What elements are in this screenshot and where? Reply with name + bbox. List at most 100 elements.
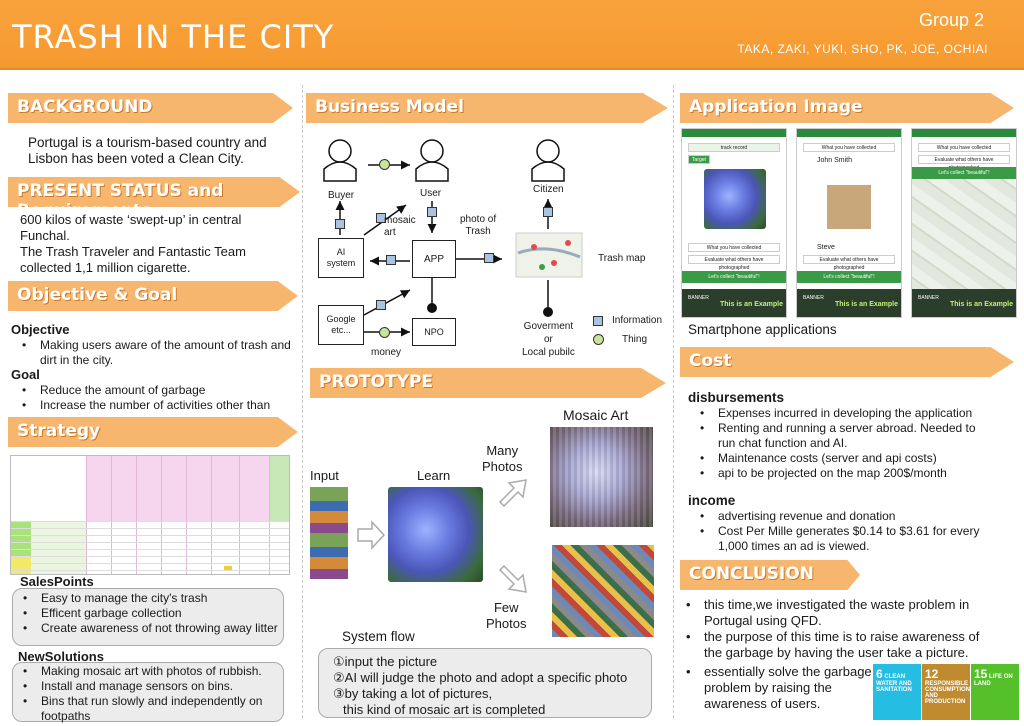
system-flow-box: ①input the picture ②AI will judge the ph… [318, 648, 652, 718]
list-item: essentially solve the garbage problem by… [676, 664, 876, 712]
collected-label: What you have collected [803, 143, 895, 152]
phone-mockup-2: What you have collected John Smith Steve… [796, 128, 902, 318]
flow-step: ①input the picture [333, 654, 438, 669]
conclusion-banner: CONCLUSION [680, 560, 860, 590]
collect-button: Let's collect "beautiful"! [912, 167, 1016, 179]
user-name: Steve [817, 244, 835, 251]
google-box: Google etc... [318, 305, 364, 345]
poster-title: TRASH IN THE CITY [12, 18, 335, 56]
evaluate-label: Evaluate what others have photographed [688, 255, 780, 271]
list-item: Cost Per Mille generates $0.14 to $3.61 … [690, 524, 990, 554]
government-label: Goverment or Local pubilc [522, 321, 575, 358]
collage-image [552, 545, 654, 637]
evaluate-label: Evaluate what others have photographed [918, 155, 1010, 171]
background-banner: BACKGROUND [8, 93, 293, 123]
group-label: Group 2 [918, 10, 984, 30]
npo-box: NPO [412, 318, 456, 346]
thing-circle [379, 327, 390, 338]
input-photos [310, 487, 348, 579]
system-flow-label: System flow [342, 629, 415, 644]
info-square [335, 219, 345, 229]
track-record-label: track record [688, 143, 780, 152]
collected-label: What you have collected [688, 243, 780, 252]
disbursements-label: disbursements [688, 390, 785, 405]
thing-circle [379, 159, 390, 170]
list-item: this time,we investigated the waste prob… [676, 597, 998, 629]
mosaic-art-image [550, 427, 653, 527]
present-status-banner: PRESENT STATUS and Requirements [8, 177, 300, 207]
phone-mockup-1: track record Target What you have collec… [681, 128, 787, 318]
buyer-label: Buyer [328, 190, 355, 201]
arrow-icon [357, 520, 386, 550]
info-square [376, 213, 386, 223]
flow-step: ③by taking a lot of pictures, [333, 686, 493, 701]
arrow-down-right-icon [498, 564, 527, 593]
list-item: Create awareness of not throwing away li… [13, 621, 278, 636]
list-item: Bins that run slowly and independently o… [13, 694, 278, 724]
legend-information: Information [612, 315, 663, 326]
info-square [386, 255, 396, 265]
example-label: This is an Example [835, 301, 899, 308]
list-item: Expenses incurred in developing the appl… [690, 406, 990, 421]
trash-map-image [912, 179, 1016, 291]
photo-of-trash-label: photo of Trash [460, 214, 497, 237]
flow-step: this kind of mosaic art is completed [343, 702, 546, 717]
goal-list: Reduce the amount of garbage Increase th… [12, 383, 297, 413]
phones-caption: Smartphone applications [688, 322, 837, 337]
salespoints-label: SalesPoints [20, 574, 94, 589]
members-list: TAKA, ZAKI, YUKI, SHO, PK, JOE, OCHIAI [737, 42, 988, 56]
banner-label: BANNER [688, 295, 709, 301]
list-item: Reduce the amount of garbage [12, 383, 297, 398]
collect-button: Let's collect "beautiful"! [682, 271, 786, 283]
info-square [543, 207, 553, 217]
flow-step: ②AI will judge the photo and adopt a spe… [333, 670, 628, 685]
mosaic-art-label: mosaic art [384, 215, 416, 238]
info-square [376, 300, 386, 310]
info-square [484, 253, 494, 263]
mosaic-art-title: Mosaic Art [563, 407, 629, 423]
trash-map-label: Trash map [598, 253, 646, 264]
prototype-banner: PROTOTYPE [310, 368, 666, 398]
objective-list: Making users aware of the amount of tras… [12, 338, 292, 368]
phone-mockup-3: What you have collected Evaluate what ot… [911, 128, 1017, 318]
list-item: Easy to manage the city's trash [13, 591, 278, 606]
arrow-up-right-icon [498, 479, 527, 508]
newsolutions-label: NewSolutions [18, 649, 104, 664]
info-square [427, 207, 437, 217]
list-item: Increase the number of activities other … [12, 398, 297, 413]
ai-system-box: AI system [318, 238, 364, 278]
newsolutions-box: Making mosaic art with photos of rubbish… [12, 662, 284, 724]
collected-label: What you have collected [918, 143, 1010, 152]
banner-label: BANNER [918, 295, 939, 301]
few-photos-label: Few Photos [486, 600, 527, 631]
column-divider [302, 85, 303, 718]
column-divider [673, 85, 674, 718]
list-item: the purpose of this time is to raise awa… [676, 629, 998, 661]
list-item: Renting and running a server abroad. Nee… [690, 421, 990, 451]
example-label: This is an Example [720, 301, 784, 308]
qfd-table [10, 455, 290, 575]
goal-label: Goal [11, 367, 40, 382]
collect-button: Let's collect "beautiful"! [797, 271, 901, 283]
learn-label: Learn [417, 468, 451, 483]
example-label: This is an Example [950, 301, 1014, 308]
sdg-15-icon: 15 LIFE ON LAND [971, 664, 1019, 720]
list-item: Making mosaic art with photos of rubbish… [13, 664, 278, 679]
cost-banner: Cost [680, 347, 1014, 377]
sdg-12-icon: 12 RESPONSIBLE CONSUMPTION AND PRODUCTIO… [922, 664, 970, 720]
banner-label: BANNER [803, 295, 824, 301]
sdg-6-icon: 6 CLEAN WATER AND SANITATION [873, 664, 921, 720]
present-status-text: 600 kilos of waste ‘swept-up’ in central… [20, 212, 246, 275]
list-item: Maintenance costs (server and api costs) [690, 451, 990, 466]
list-item: Efficent garbage collection [13, 606, 278, 621]
input-label: Input [310, 468, 339, 483]
evaluate-label: Evaluate what others have photographed [803, 255, 895, 271]
list-item: api to be projected on the map 200$/mont… [690, 466, 990, 481]
income-list: advertising revenue and donation Cost Pe… [690, 509, 990, 554]
business-model-banner: Business Model [306, 93, 668, 123]
objective-label: Objective [11, 322, 70, 337]
app-box: APP [412, 240, 456, 278]
legend-info-square [593, 316, 603, 326]
list-item: advertising revenue and donation [690, 509, 990, 524]
